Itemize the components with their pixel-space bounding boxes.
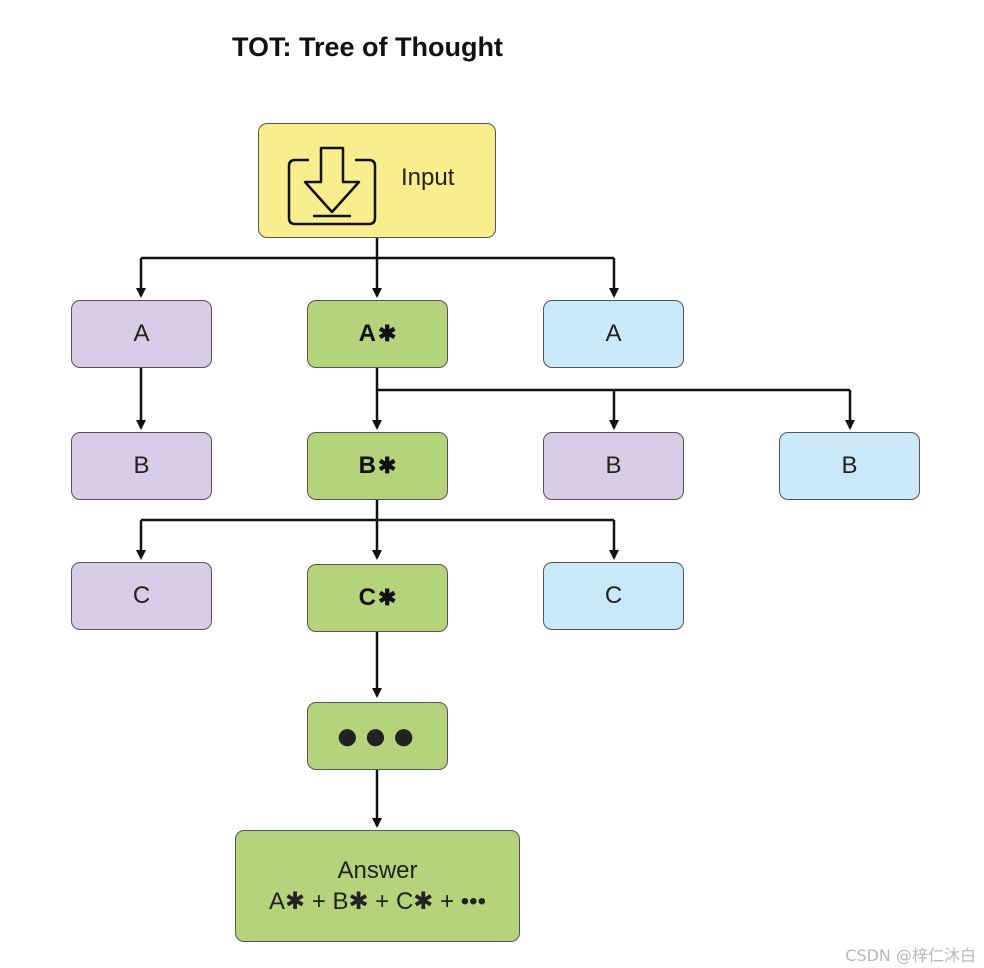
selected-mark: ✱ xyxy=(377,585,397,610)
node-label: A xyxy=(358,320,376,347)
node-label: C xyxy=(358,584,376,611)
selected-mark: ✱ xyxy=(377,321,397,346)
node-b-left: B xyxy=(71,432,212,500)
node-c-left: C xyxy=(71,562,212,630)
node-b-star: B✱ xyxy=(307,432,448,500)
answer-title: Answer xyxy=(337,856,418,884)
input-node: Input xyxy=(258,123,496,238)
node-label: B xyxy=(605,452,622,479)
node-label: A xyxy=(605,320,622,347)
node-label: A xyxy=(133,320,150,347)
selected-mark: ✱ xyxy=(377,453,397,478)
node-label: B xyxy=(358,452,376,479)
node-b-right1: B xyxy=(543,432,684,500)
diagram-title: TOT: Tree of Thought xyxy=(232,32,503,62)
node-label: B xyxy=(133,452,150,479)
node-a-star: A✱ xyxy=(307,300,448,368)
node-a-left: A xyxy=(71,300,212,368)
node-a-right: A xyxy=(543,300,684,368)
ellipsis-dots: ●●● xyxy=(335,714,420,758)
node-c-star: C✱ xyxy=(307,564,448,632)
watermark: CSDN @梓仁沐白 xyxy=(845,946,976,965)
node-label: B xyxy=(841,452,858,479)
answer-node: Answer A✱ + B✱ + C✱ + ••• xyxy=(235,830,520,942)
continuation-node: ●●● xyxy=(307,702,448,770)
download-tray-icon xyxy=(287,146,377,226)
node-b-right2: B xyxy=(779,432,920,500)
answer-formula: A✱ + B✱ + C✱ + ••• xyxy=(269,888,486,915)
node-c-right: C xyxy=(543,562,684,630)
node-label: C xyxy=(604,582,623,609)
input-label: Input xyxy=(401,164,455,191)
node-label: C xyxy=(132,582,151,609)
